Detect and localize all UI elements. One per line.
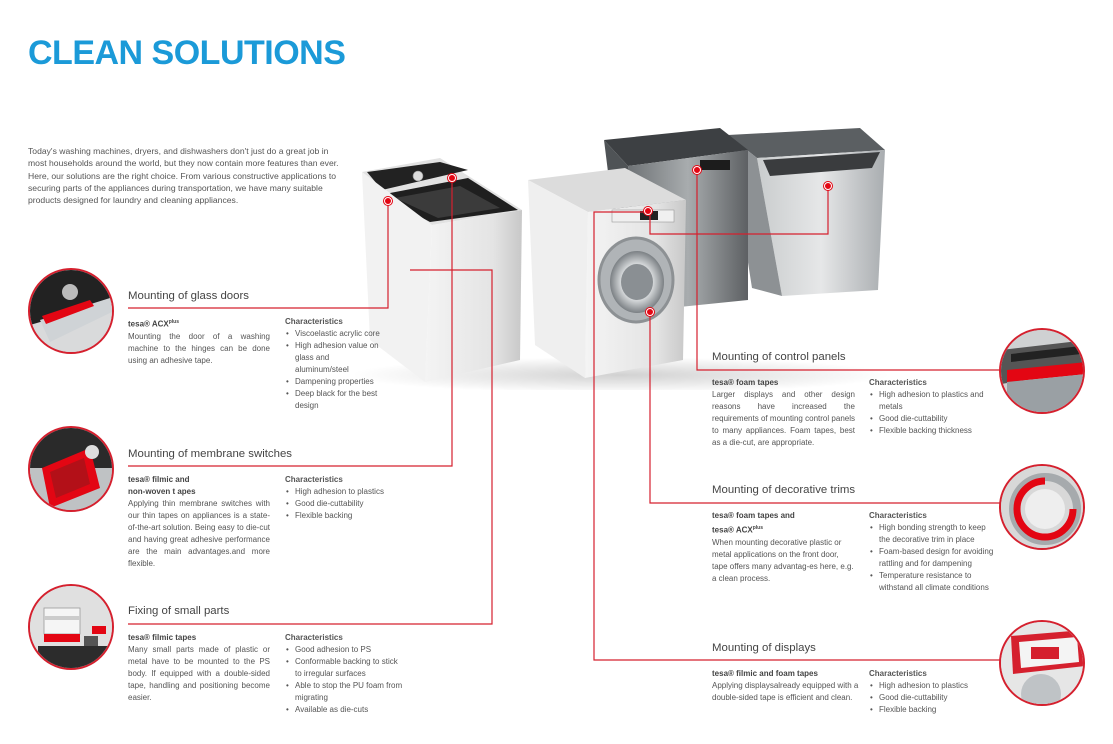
glass-char-1: Viscoelastic acrylic core	[285, 328, 385, 340]
glass-char-2: High adhesion value on glass and aluminu…	[285, 340, 385, 376]
displays-product-block: tesa® filmic and foam tapes Applying dis…	[712, 668, 862, 704]
appliances-illustration	[355, 128, 890, 390]
marker-control-panel	[693, 166, 701, 174]
glass-char-4: Deep black for the best design	[285, 388, 385, 412]
control-char-1: High adhesion to plastics and metals	[869, 389, 994, 413]
section-title-glass-doors: Mounting of glass doors	[128, 290, 249, 302]
small-char-1: Good adhesion to PS	[285, 644, 405, 656]
thumb-glass-door	[28, 268, 114, 354]
section-title-small-parts: Fixing of small parts	[128, 605, 230, 617]
trims-description: When mounting decorative plastic or meta…	[712, 537, 854, 583]
trims-product-block: tesa® foam tapes and tesa® ACXplus When …	[712, 510, 855, 585]
trims-char-1: High bonding strength to keep the decora…	[869, 522, 994, 546]
intro-text: Today's washing machines, dryers, and di…	[28, 146, 339, 206]
membrane-product-name: tesa® filmic and	[128, 475, 190, 484]
thumb-display	[999, 620, 1085, 706]
section-title-control-panels: Mounting of control panels	[712, 351, 846, 363]
glass-description: Mounting the door of a washing machine t…	[128, 331, 270, 365]
displays-char-2: Good die-cuttability	[869, 692, 994, 704]
control-char-title: Characteristics	[869, 378, 927, 387]
glass-char-title: Characteristics	[285, 317, 343, 326]
membrane-char-1: High adhesion to plastics	[285, 486, 415, 498]
control-char-3: Flexible backing thickness	[869, 425, 994, 437]
membrane-product-block: tesa® filmic and non-woven t apes Applyi…	[128, 474, 270, 570]
section-title-displays: Mounting of displays	[712, 642, 816, 654]
small-char-title: Characteristics	[285, 633, 343, 642]
displays-char-3: Flexible backing	[869, 704, 994, 716]
membrane-description: Applying thin membrane switches with our…	[128, 499, 270, 568]
trims-char-2: Foam-based design for avoiding rattling …	[869, 546, 994, 570]
marker-trim	[646, 308, 654, 316]
trims-char-3: Temperature resistance to withstand all …	[869, 570, 994, 594]
section-title-membrane-switches: Mounting of membrane switches	[128, 448, 292, 460]
trims-characteristics: Characteristics High bonding strength to…	[869, 510, 994, 594]
small-char-4: Available as die-cuts	[285, 704, 405, 716]
displays-char-title: Characteristics	[869, 669, 927, 678]
trims-product-name: tesa® foam tapes and	[712, 511, 795, 520]
membrane-product-line2: non-woven t apes	[128, 487, 196, 496]
small-description: Many small parts made of plastic or meta…	[128, 645, 270, 702]
section-title-decorative-trims: Mounting of decorative trims	[712, 484, 856, 496]
control-description: Larger displays and other design reasons…	[712, 390, 855, 447]
glass-char-3: Dampening properties	[285, 376, 385, 388]
small-char-3: Able to stop the PU foam from migrating	[285, 680, 405, 704]
glass-characteristics: Characteristics Viscoelastic acrylic cor…	[285, 316, 385, 412]
displays-char-1: High adhesion to plastics	[869, 680, 994, 692]
membrane-char-title: Characteristics	[285, 475, 343, 484]
membrane-characteristics: Characteristics High adhesion to plastic…	[285, 474, 415, 522]
thumb-membrane	[28, 426, 114, 512]
marker-membrane	[448, 174, 456, 182]
thumb-small-parts	[28, 584, 114, 670]
displays-description: Applying displaysalready equipped with a…	[712, 681, 859, 702]
membrane-char-2: Good die-cuttability	[285, 498, 415, 510]
glass-product-block: tesa® ACXplus Mounting the door of a was…	[128, 316, 270, 367]
membrane-char-3: Flexible backing	[285, 510, 415, 522]
control-char-2: Good die-cuttability	[869, 413, 994, 425]
control-product-name: tesa® foam tapes	[712, 378, 779, 387]
small-char-2: Conformable backing to stick to irregula…	[285, 656, 405, 680]
displays-product-name: tesa® filmic and foam tapes	[712, 669, 818, 678]
control-characteristics: Characteristics High adhesion to plastic…	[869, 377, 994, 437]
marker-dishwasher	[824, 182, 832, 190]
small-product-block: tesa® filmic tapes Many small parts made…	[128, 632, 270, 704]
thumb-control-panel	[999, 328, 1085, 414]
displays-characteristics: Characteristics High adhesion to plastic…	[869, 668, 994, 716]
glass-product-name: tesa® ACXplus	[128, 319, 180, 329]
thumb-decorative-trim	[999, 464, 1085, 550]
trims-char-title: Characteristics	[869, 511, 927, 520]
marker-glass-door	[384, 197, 392, 205]
small-product-name: tesa® filmic tapes	[128, 633, 197, 642]
page-title: CLEAN SOLUTIONS	[28, 34, 346, 72]
control-product-block: tesa® foam tapes Larger displays and oth…	[712, 377, 855, 449]
marker-display	[644, 207, 652, 215]
small-characteristics: Characteristics Good adhesion to PS Conf…	[285, 632, 405, 716]
trims-product-line2: tesa® ACXplus	[712, 525, 764, 535]
